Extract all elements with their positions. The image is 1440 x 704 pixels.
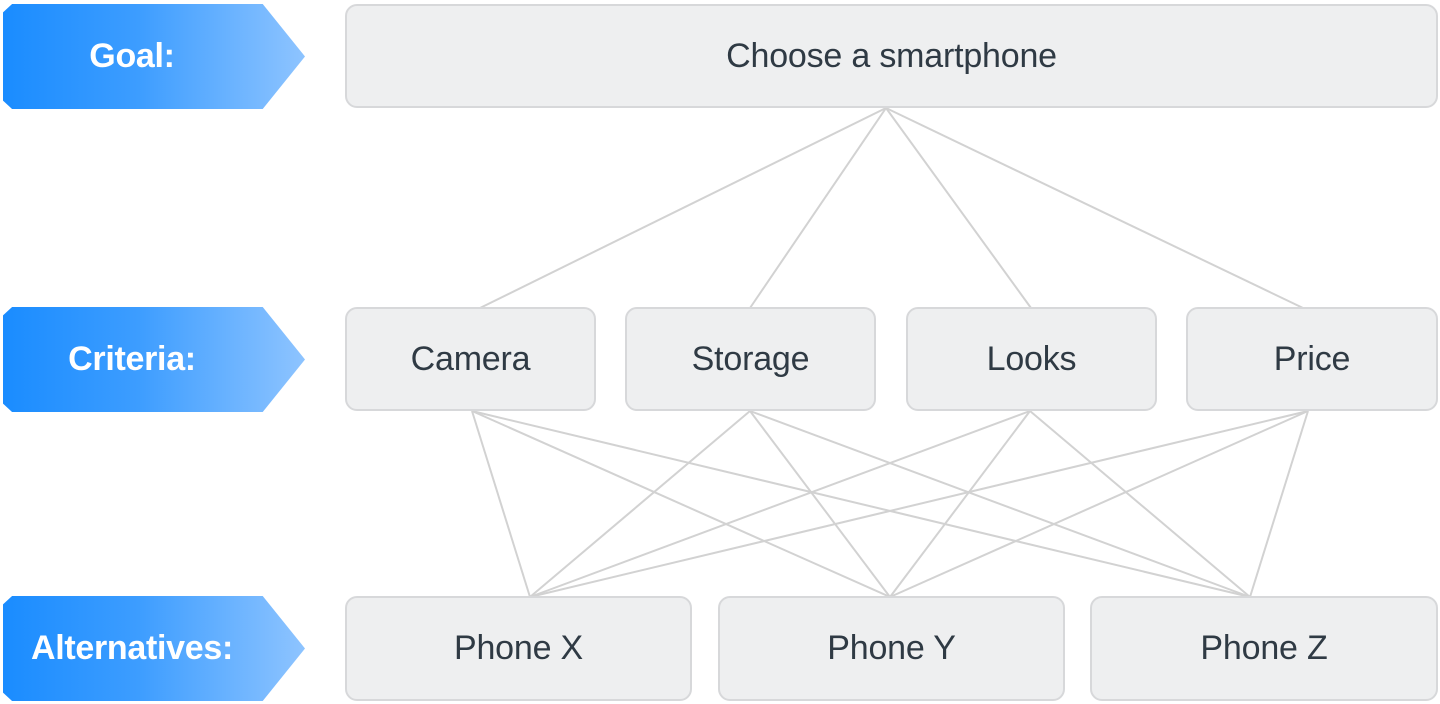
link-price-phone-y <box>889 410 1309 598</box>
link-looks-phone-y <box>889 410 1031 598</box>
link-goal-camera <box>479 107 887 309</box>
link-price-phone-z <box>1249 410 1309 598</box>
criterion-node-storage: Storage <box>625 307 876 411</box>
goal-node: Choose a smartphone <box>345 4 1438 108</box>
level-label-alternatives: Alternatives: <box>3 596 305 701</box>
link-looks-phone-z <box>1029 410 1251 598</box>
link-goal-looks <box>885 107 1032 309</box>
link-storage-phone-z <box>749 410 1251 598</box>
alternative-node-phone-y: Phone Y <box>718 596 1065 701</box>
link-storage-phone-y <box>749 410 891 598</box>
criterion-node-looks: Looks <box>906 307 1157 411</box>
link-looks-phone-x <box>529 410 1031 598</box>
criterion-node-camera: Camera <box>345 307 596 411</box>
link-camera-phone-z <box>471 410 1251 598</box>
link-price-phone-x <box>529 410 1309 598</box>
link-storage-phone-x <box>529 410 751 598</box>
level-label-criteria: Criteria: <box>3 307 305 412</box>
level-label-goal: Goal: <box>3 4 305 109</box>
link-goal-price <box>885 107 1304 309</box>
alternative-node-phone-x: Phone X <box>345 596 692 701</box>
criterion-node-price: Price <box>1186 307 1438 411</box>
link-camera-phone-y <box>471 410 891 598</box>
link-goal-storage <box>749 107 887 309</box>
alternative-node-phone-z: Phone Z <box>1090 596 1438 701</box>
link-camera-phone-x <box>471 410 531 598</box>
